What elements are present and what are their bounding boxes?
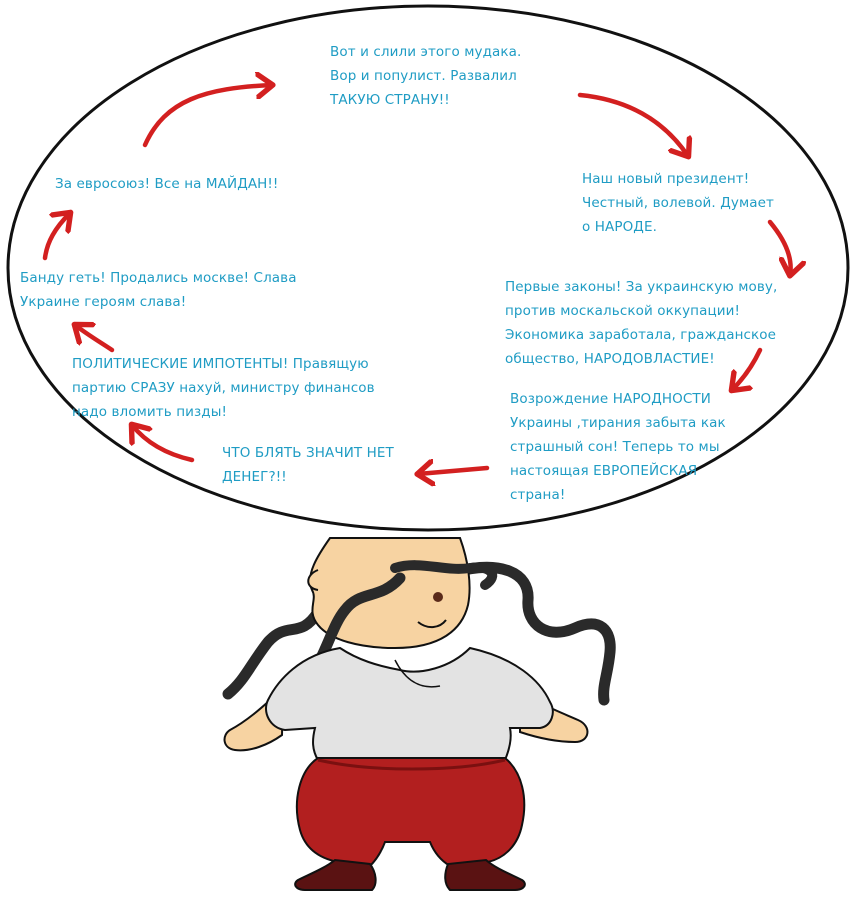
arrow-icon	[732, 347, 763, 390]
caption-first-laws: Первые законы! За украинскую мову, проти…	[505, 279, 778, 367]
moustache-front	[390, 560, 498, 590]
thought-bubble	[6, 4, 850, 532]
arrow-icon	[142, 85, 272, 148]
cossack-character	[222, 537, 616, 891]
arrow-icon	[42, 213, 70, 261]
cycle-arrows	[42, 85, 791, 474]
waistband	[317, 758, 506, 771]
arrow-icon	[577, 92, 688, 156]
left-boot	[294, 858, 377, 891]
caption-maidan: За евросоюз! Все на МАЙДАН!!	[55, 176, 279, 192]
trousers	[295, 757, 526, 868]
moustache-right	[449, 561, 616, 706]
eye	[433, 592, 443, 602]
right-boot	[444, 858, 526, 891]
mouth	[417, 619, 447, 628]
shirt-collar	[394, 659, 441, 688]
nose	[307, 569, 319, 591]
caption-new-president: Наш новый президент! Честный, волевой. Д…	[582, 171, 774, 235]
arrow-icon	[132, 425, 195, 463]
arrow-icon	[75, 325, 115, 353]
caption-president-ousted: Вот и слили этого мудака. Вор и популист…	[330, 44, 522, 108]
caption-no-money: ЧТО БЛЯТЬ ЗНАЧИТ НЕТ ДЕНЕГ?!!	[222, 445, 394, 485]
arrow-icon	[767, 219, 791, 275]
caption-political-impotents: ПОЛИТИЧЕСКИЕ ИМПОТЕНТЫ! Правящую партию …	[72, 356, 375, 420]
caption-revival: Возрождение НАРОДНОСТИ Украины ,тирания …	[510, 391, 726, 503]
shirt	[265, 646, 554, 761]
caption-gang-out: Банду геть! Продались москве! Слава Укра…	[20, 270, 297, 310]
arrow-icon	[418, 468, 490, 474]
